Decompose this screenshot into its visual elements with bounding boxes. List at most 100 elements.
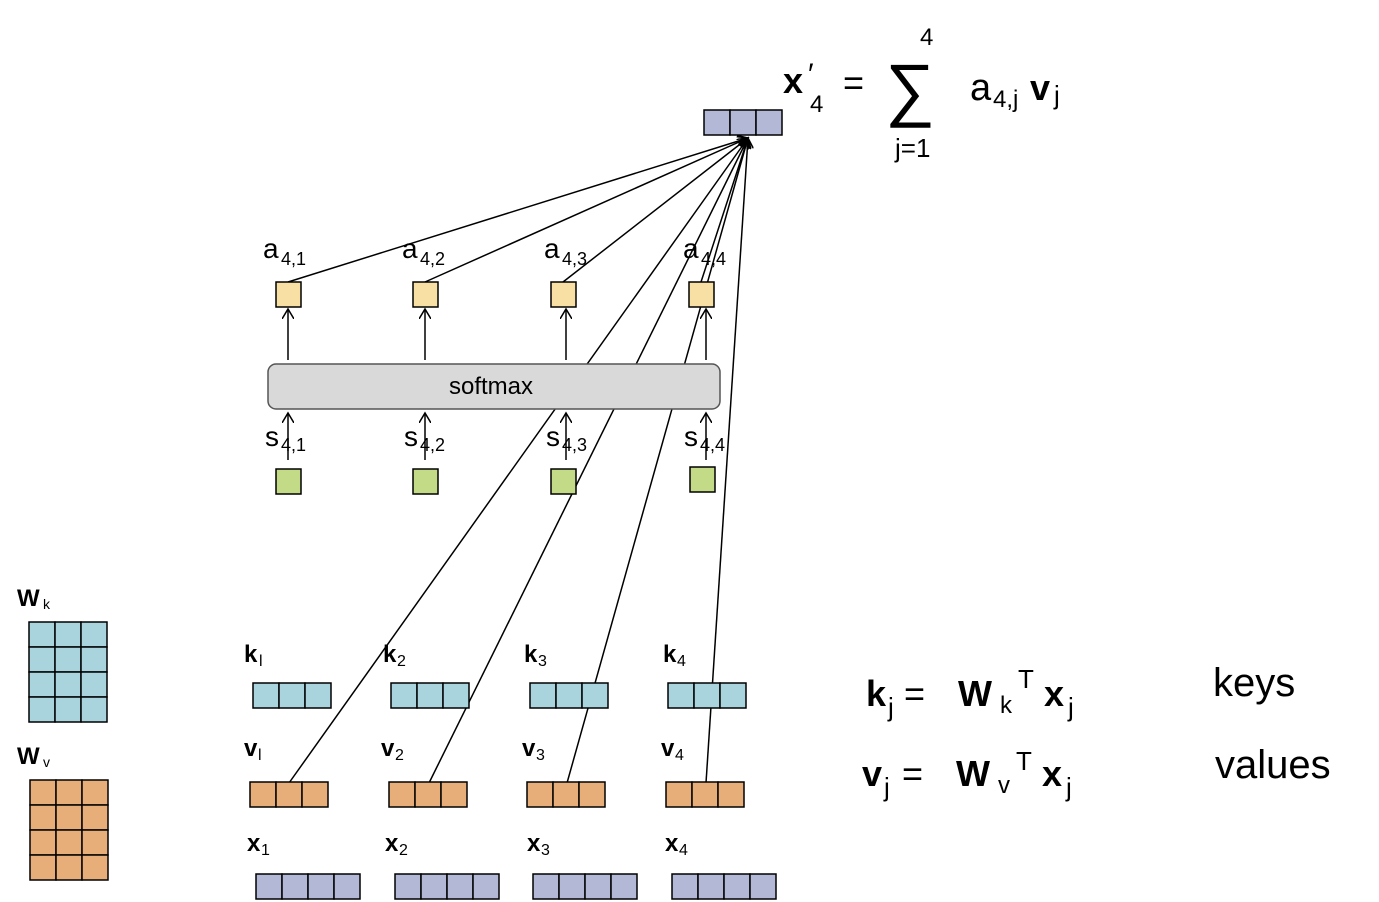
wv-sub: v [43,754,50,770]
edge-a42 [424,138,748,283]
wk-cell [80,671,108,698]
input-vectors: x 1 x 2 x 3 x 4 [247,830,777,900]
x2-sub: 2 [399,842,408,859]
wv-cell [81,829,109,856]
v4-cell [691,781,719,808]
v1-sub: l [258,747,262,764]
v4-sub: 4 [675,747,684,764]
x4-cell [671,873,699,900]
k1-sub: l [259,653,263,670]
wv-cell [55,829,83,856]
x2-cell [446,873,474,900]
attention-to-output-lines [287,138,748,283]
v4-cell [717,781,745,808]
k3-cell [555,682,583,709]
edge-a43 [562,138,748,283]
a44-square [688,281,715,308]
wk-cell [54,671,82,698]
x2-cell [394,873,422,900]
edge-a41 [287,138,748,283]
a41-label: a [263,233,279,264]
v3-sub: 3 [536,747,545,764]
x3-cell [532,873,560,900]
key-eq-x: x [1044,673,1064,714]
wv-cell [81,804,109,831]
k3-cell [581,682,609,709]
v3-cell [526,781,554,808]
k2-label: k [383,641,397,668]
x2-cell [420,873,448,900]
a42-label: a [402,233,418,264]
k3-label: k [524,641,538,668]
key-eq-k-sub: j [887,692,894,722]
score-squares [275,466,716,495]
value-equation: v j = W v T x j [862,746,1072,802]
x4-label: x [665,830,679,857]
key-equation: k j = W k T x j [866,664,1074,722]
wk-cell [28,696,56,723]
v1-label: v [244,735,258,762]
v3-label: v [522,735,536,762]
v1-cell [301,781,329,808]
x1-label: x [247,830,261,857]
a41-square [275,281,302,308]
s42-sub: 4,2 [420,435,445,455]
output-formula: x ′ 4 = 4 ∑ j=1 a 4,j v j [783,24,1060,163]
x4-cell [749,873,777,900]
wv-cell [29,779,57,806]
edge-v3 [566,138,748,784]
x1-cell [333,873,361,900]
x4-cell [697,873,725,900]
key-eq-t: T [1018,664,1034,694]
v2-sub: 2 [395,747,404,764]
value-eq-v: v [862,753,882,794]
a44-sub: 4,4 [701,249,726,269]
wk-sub: k [43,596,51,612]
x3-cell [610,873,638,900]
v4-cell [665,781,693,808]
softmax-to-attention-arrows [288,309,706,360]
wk-cell [80,621,108,648]
k4-sub: 4 [677,653,686,670]
wk-cell [80,696,108,723]
s44-square [689,466,716,493]
a43-sub: 4,3 [562,249,587,269]
k1-cell [252,682,280,709]
edge-v2 [428,138,748,784]
edge-v1 [288,138,748,784]
x2-label: x [385,830,399,857]
wk-matrix: W k [17,585,108,723]
output-vector [703,109,783,136]
a43-label: a [544,233,560,264]
value-eq-w: W [956,753,990,794]
key-vectors: k l k 2 k 3 k 4 [244,641,747,709]
wv-cell [55,804,83,831]
wv-cell [29,854,57,881]
wk-cell [54,646,82,673]
s44-label: s [684,421,698,452]
a42-square [412,281,439,308]
v2-cell [388,781,416,808]
formula-eq: = [843,62,864,103]
wv-matrix: W v [17,743,109,881]
score-labels: s 4,1 s 4,2 s 4,3 s 4,4 [265,421,725,455]
v2-cell [414,781,442,808]
x3-cell [558,873,586,900]
k4-cell [667,682,695,709]
key-eq-w: W [958,673,992,714]
v1-cell [249,781,277,808]
formula-sub: 4 [810,91,823,118]
x1-cell [281,873,309,900]
value-eq-v-sub: j [883,772,890,802]
wk-cell [28,646,56,673]
key-eq-x-sub: j [1067,692,1074,722]
values-side-label: values [1215,743,1331,787]
s42-label: s [404,421,418,452]
x3-sub: 3 [541,842,550,859]
x3-label: x [527,830,541,857]
formula-x: x [783,60,803,101]
x4-sub: 4 [679,842,688,859]
k2-sub: 2 [397,653,406,670]
softmax-box: softmax [267,363,721,410]
value-eq-x-sub: j [1065,772,1072,802]
